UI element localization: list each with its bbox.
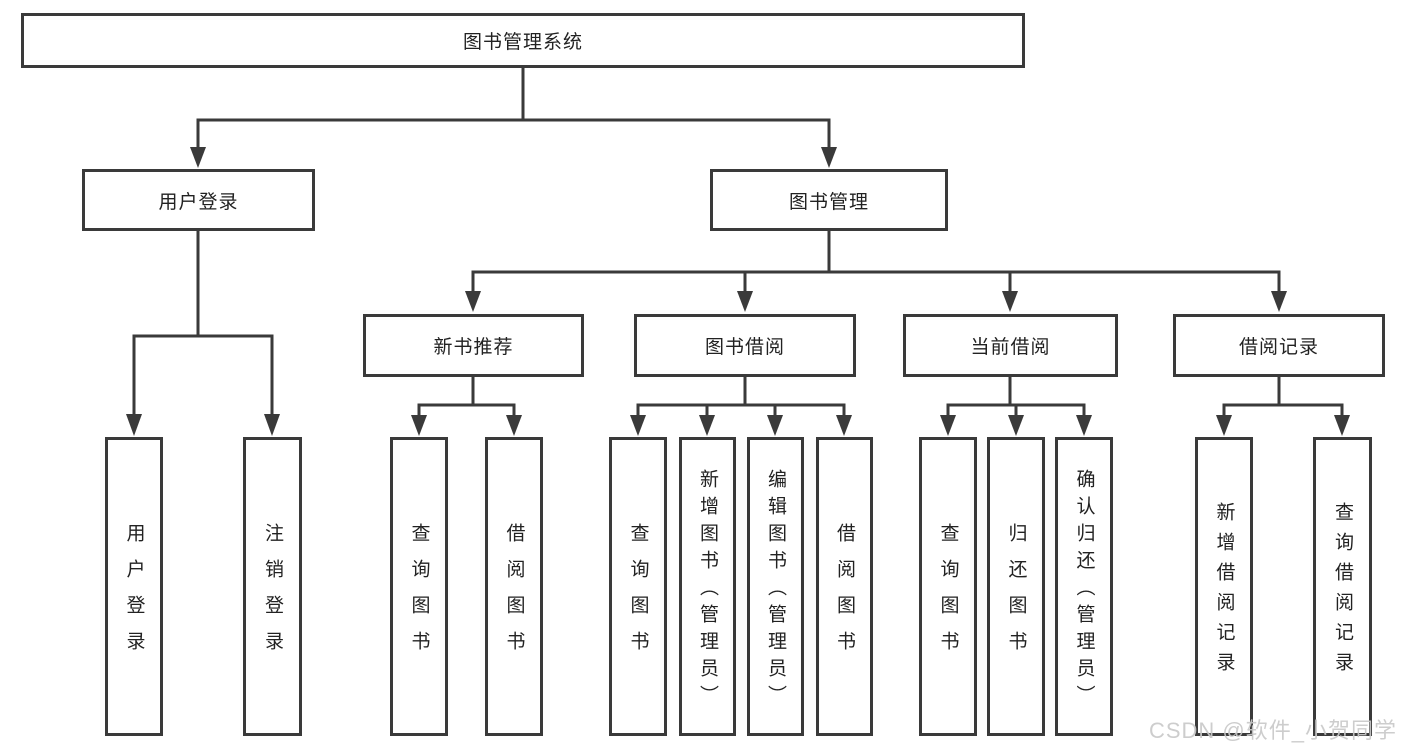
branch-user-login: 用户登录 bbox=[82, 169, 315, 231]
leaf-query-books-borrow: 查询图书 bbox=[609, 437, 667, 736]
section-borrow-records: 借阅记录 bbox=[1173, 314, 1385, 377]
section-book-borrow-label: 图书借阅 bbox=[704, 337, 785, 358]
leaf-edit-book-admin-label: 编辑图书（管理员） bbox=[765, 469, 786, 712]
leaf-user-login-label: 用户登录 bbox=[123, 523, 145, 667]
leaf-query-books-current-label: 查询图书 bbox=[937, 523, 959, 667]
section-borrow-records-label: 借阅记录 bbox=[1238, 337, 1319, 358]
section-current-borrow: 当前借阅 bbox=[903, 314, 1118, 377]
leaf-add-borrow-record: 新增借阅记录 bbox=[1195, 437, 1253, 736]
leaf-borrow-books-recommend: 借阅图书 bbox=[485, 437, 543, 736]
leaf-return-book-label: 归还图书 bbox=[1005, 523, 1027, 667]
leaf-return-book: 归还图书 bbox=[987, 437, 1045, 736]
section-new-book-recommend: 新书推荐 bbox=[363, 314, 584, 377]
leaf-add-borrow-record-label: 新增借阅记录 bbox=[1213, 502, 1235, 682]
leaf-borrow-books-recommend-label: 借阅图书 bbox=[503, 523, 525, 667]
leaf-logout-label: 注销登录 bbox=[262, 523, 283, 667]
leaf-query-borrow-record: 查询借阅记录 bbox=[1313, 437, 1372, 736]
section-current-borrow-label: 当前借阅 bbox=[970, 337, 1051, 358]
leaf-borrow-books-label: 借阅图书 bbox=[834, 523, 855, 667]
branch-book-management: 图书管理 bbox=[710, 169, 948, 231]
leaf-borrow-books: 借阅图书 bbox=[816, 437, 873, 736]
branch-book-management-label: 图书管理 bbox=[788, 191, 869, 213]
node-root: 图书管理系统 bbox=[21, 13, 1025, 68]
leaf-user-login: 用户登录 bbox=[105, 437, 163, 736]
leaf-query-books-recommend: 查询图书 bbox=[390, 437, 448, 736]
csdn-watermark: CSDN @软件_小贺同学 bbox=[1148, 718, 1397, 743]
leaf-confirm-return-admin: 确认归还（管理员） bbox=[1055, 437, 1113, 736]
section-book-borrow: 图书借阅 bbox=[634, 314, 856, 377]
leaf-confirm-return-admin-label: 确认归还（管理员） bbox=[1073, 469, 1095, 712]
leaf-edit-book-admin: 编辑图书（管理员） bbox=[747, 437, 804, 736]
branch-user-login-label: 用户登录 bbox=[158, 191, 239, 213]
leaf-query-books-current: 查询图书 bbox=[919, 437, 977, 736]
leaf-query-borrow-record-label: 查询借阅记录 bbox=[1332, 502, 1353, 682]
leaf-logout: 注销登录 bbox=[243, 437, 302, 736]
leaf-add-book-admin: 新增图书（管理员） bbox=[679, 437, 736, 736]
leaf-add-book-admin-label: 新增图书（管理员） bbox=[697, 469, 718, 712]
leaf-query-books-recommend-label: 查询图书 bbox=[408, 523, 430, 667]
section-new-book-recommend-label: 新书推荐 bbox=[433, 337, 514, 358]
node-root-label: 图书管理系统 bbox=[462, 32, 583, 53]
leaf-query-books-borrow-label: 查询图书 bbox=[627, 523, 649, 667]
